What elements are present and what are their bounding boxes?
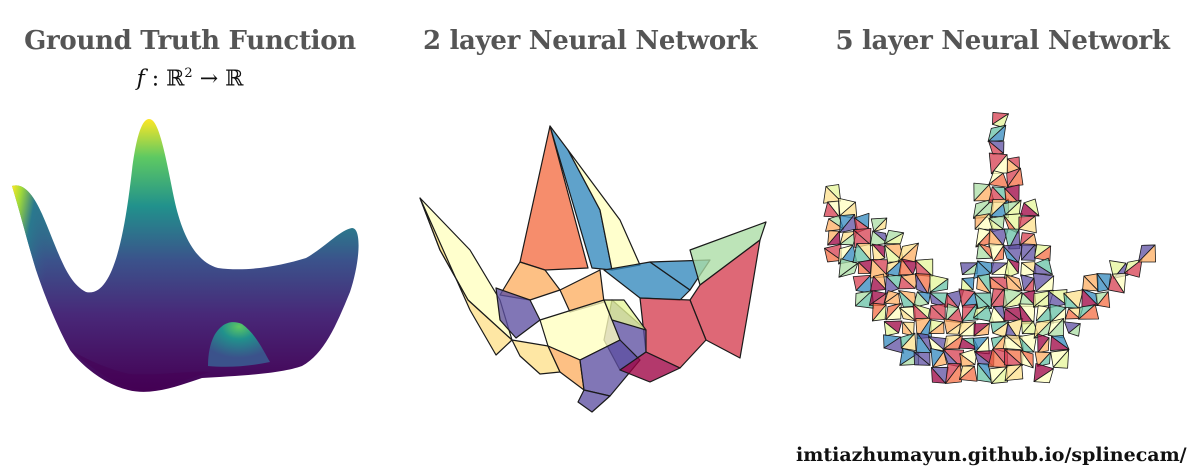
linear-region-facet-20	[619, 351, 681, 383]
linear-region-facet-41	[870, 276, 887, 292]
linear-region-facet-129	[958, 338, 980, 350]
linear-region-facet-187	[988, 306, 1006, 323]
linear-region-facet-131	[959, 353, 976, 367]
linear-region-facet-3	[823, 201, 840, 218]
linear-region-facet-103	[932, 351, 948, 368]
linear-region-facet-225	[1004, 364, 1024, 382]
linear-region-facet-5	[825, 218, 845, 232]
linear-region-facet-235	[1020, 262, 1037, 277]
linear-region-facet-287	[1078, 304, 1100, 320]
linear-region-facet-71	[899, 307, 916, 322]
linear-region-facet-19	[577, 389, 611, 413]
linear-region-facet-291	[1096, 291, 1111, 308]
surface-body	[12, 118, 359, 392]
surface-front-shade	[70, 350, 210, 391]
linear-region-facet-283	[1082, 275, 1099, 292]
linear-region-facet-237	[1023, 277, 1035, 292]
formula-domain: ℝ	[166, 66, 185, 92]
linear-region-facet-105	[931, 367, 946, 384]
linear-region-facet-91	[913, 351, 931, 366]
linear-region-facet-221	[1002, 334, 1024, 351]
function-symbol: f	[136, 66, 145, 92]
ground-truth-title: Ground Truth Function	[24, 26, 356, 56]
linear-region-facet-217	[1003, 308, 1021, 322]
linear-region-facet-75	[900, 332, 917, 352]
linear-region-facet-47	[883, 232, 905, 245]
linear-region-facet-247	[1020, 349, 1034, 369]
linear-region-facet-5	[499, 261, 561, 301]
linear-region-facet-35	[869, 230, 888, 247]
linear-region-facet-253	[1035, 275, 1055, 292]
linear-region-facet-265	[1033, 368, 1054, 384]
linear-region-facet-133	[959, 365, 978, 382]
five-layer-nn-title: 5 layer Neural Network	[835, 26, 1170, 56]
linear-region-facet-281	[1068, 323, 1081, 337]
linear-region-facet-97	[929, 305, 946, 320]
linear-region-facet-261	[1037, 337, 1050, 354]
linear-region-facet-19	[838, 262, 859, 278]
linear-region-facet-263	[1037, 352, 1051, 367]
linear-region-facet-6	[495, 287, 541, 339]
linear-region-facet-59	[883, 321, 899, 337]
linear-region-facet-27	[857, 261, 871, 274]
linear-region-facet-33	[873, 217, 888, 232]
linear-region-facet-8	[603, 261, 691, 301]
linear-region-facet-67	[898, 275, 916, 290]
two-layer-nn-title: 2 layer Neural Network	[422, 26, 758, 56]
linear-region-facet-297	[1123, 259, 1143, 278]
linear-region-facet-159	[976, 363, 994, 383]
linear-region-facet-143	[976, 243, 993, 260]
formula-colon: :	[144, 66, 167, 92]
linear-region-facet-147	[976, 275, 991, 294]
linear-region-facet-227	[1019, 202, 1040, 217]
linear-region-facet-229	[1018, 215, 1037, 234]
linear-region-facet-249	[1033, 245, 1052, 262]
linear-region-facet-179	[992, 244, 1005, 262]
linear-region-facet-83	[912, 291, 929, 308]
ground-truth-surface	[12, 118, 359, 392]
linear-region-facet-99	[928, 321, 945, 334]
linear-region-facet-69	[898, 290, 917, 308]
linear-region-facet-251	[1033, 263, 1053, 275]
linear-region-facet-193	[987, 348, 1009, 368]
linear-region-facet-93	[929, 278, 949, 293]
linear-region-facet-161	[992, 113, 1009, 128]
linear-region-facet-289	[1096, 273, 1109, 293]
linear-region-facet-65	[898, 258, 914, 276]
formula-codomain: ℝ	[225, 66, 244, 92]
linear-region-facet-17	[579, 339, 641, 397]
linear-region-facet-73	[902, 321, 915, 337]
linear-region-facet-101	[928, 336, 946, 352]
linear-region-facet-55	[884, 292, 901, 305]
project-url[interactable]: imtiazhumayun.github.io/splinecam/	[796, 444, 1187, 466]
linear-region-facet-81	[914, 273, 929, 295]
linear-region-facet-245	[1018, 336, 1035, 353]
linear-region-facet-273	[1050, 335, 1070, 351]
linear-region-facet-9	[824, 247, 843, 263]
linear-region-facet-7	[827, 230, 841, 246]
linear-region-facet-45	[871, 304, 887, 322]
linear-region-facet-275	[1052, 349, 1070, 369]
linear-region-facet-279	[1065, 308, 1080, 320]
linear-region-facet-18	[603, 299, 647, 331]
formula-domain-exponent: 2	[184, 66, 193, 81]
linear-region-facet-169	[988, 172, 1009, 188]
linear-region-facet-151	[973, 305, 994, 323]
linear-region-facet-15	[511, 339, 561, 375]
linear-region-facet-277	[1063, 292, 1080, 309]
linear-region-facet-299	[1138, 244, 1157, 263]
function-signature: f : ℝ2 → ℝ	[110, 66, 270, 91]
surface-inner-bump	[208, 322, 270, 367]
formula-arrow: →	[192, 66, 226, 92]
linear-region-facet-295	[1107, 273, 1125, 294]
linear-region-facet-153	[973, 323, 990, 337]
linear-region-facet-53	[884, 275, 899, 294]
surface-left-ridge	[12, 185, 86, 340]
